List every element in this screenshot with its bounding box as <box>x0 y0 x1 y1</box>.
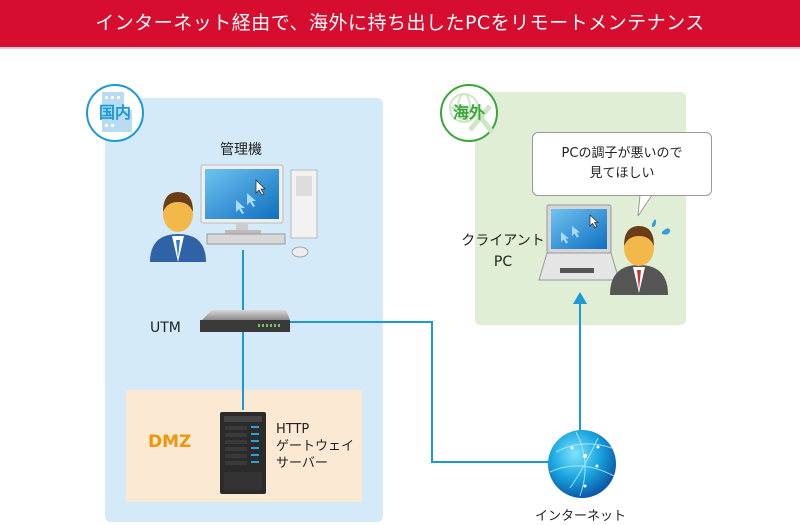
dmz-label: DMZ <box>148 432 192 452</box>
title-banner: インターネット経由で、海外に持ち出したPCをリモートメンテナンス <box>0 0 800 47</box>
client-pc-label: クライアント PC <box>460 231 546 273</box>
gateway-label: HTTP ゲートウェイ サーバー <box>276 421 354 472</box>
banner-title: インターネット経由で、海外に持ち出したPCをリモートメンテナンス <box>95 12 705 34</box>
connection-lines <box>242 250 587 463</box>
speech-line-2: 見てほしい <box>589 166 655 181</box>
admin-user-icon <box>150 192 206 262</box>
gateway-label-line-3: サーバー <box>276 456 328 471</box>
banner-underline <box>0 47 800 49</box>
domestic-badge: 国内 <box>86 84 144 142</box>
sweat-drop-icon <box>652 219 656 227</box>
overseas-badge-label: 海外 <box>452 103 485 122</box>
overseas-badge: 海外 <box>440 84 498 142</box>
speech-bubble-tail <box>637 194 653 217</box>
utm-label: UTM <box>150 320 181 336</box>
laptop-icon <box>538 204 620 281</box>
speech-bubble: PCの調子が悪いので 見てほしい <box>532 132 712 196</box>
client-user-icon <box>610 219 670 295</box>
internet-label: インターネット <box>535 509 627 524</box>
speech-line-1: PCの調子が悪いので <box>561 146 683 161</box>
gateway-label-line-1: HTTP <box>276 422 310 437</box>
utm-appliance-icon <box>200 310 290 332</box>
client-pc-label-line-1: クライアント <box>461 233 545 249</box>
globe-icon <box>548 430 616 498</box>
gateway-label-line-2: ゲートウェイ <box>276 439 355 454</box>
server-tower-icon <box>220 412 266 494</box>
desktop-pc-icon <box>200 164 318 258</box>
domestic-badge-label: 国内 <box>98 103 131 122</box>
arrow-up-icon <box>573 292 587 304</box>
client-pc-label-line-2: PC <box>493 254 513 270</box>
line-utm-to-internet <box>290 321 555 463</box>
admin-pc-label: 管理機 <box>220 142 262 158</box>
